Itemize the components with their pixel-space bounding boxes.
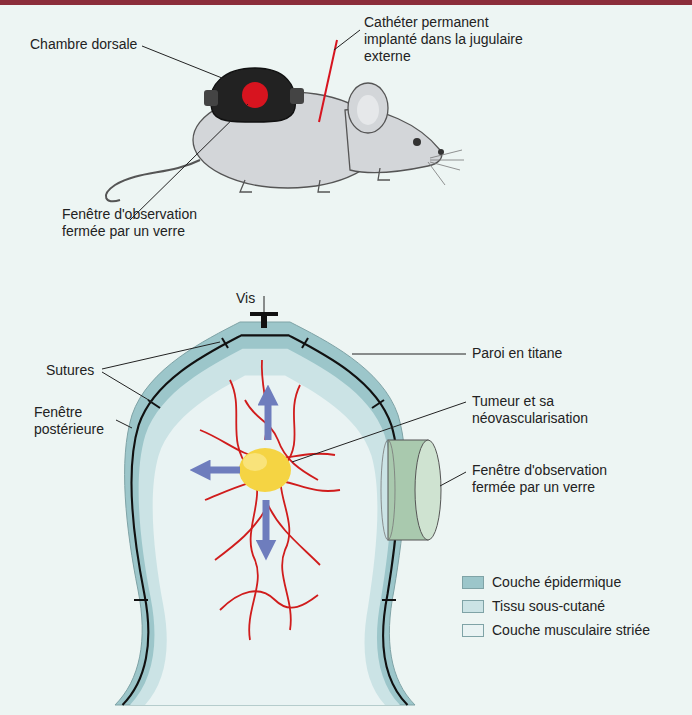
glass-window <box>381 440 441 540</box>
sutures <box>134 338 396 600</box>
legend-text: Tissu sous-cutané <box>492 598 605 614</box>
legend-text: Couche musculaire striée <box>492 622 650 638</box>
part-label: Fenêtre d'observation fermée par un verr… <box>62 206 202 240</box>
part-label: Fenêtre d'observation fermée par un verr… <box>472 462 637 496</box>
part-label: Cathéter permanent implanté dans la jugu… <box>364 14 536 65</box>
titanium-wall <box>122 335 407 705</box>
legend-swatch <box>462 600 484 613</box>
part-label: Vis <box>236 290 276 307</box>
legend-swatch <box>462 576 484 589</box>
vessels <box>200 360 340 640</box>
part-label: Paroi en titane <box>472 345 652 362</box>
legend-item: Tissu sous-cutané <box>462 598 605 614</box>
chamber-section <box>102 296 466 705</box>
legend-swatch <box>462 624 484 637</box>
legend-item: Couche musculaire striée <box>462 622 650 638</box>
legend-item: Couche épidermique <box>462 574 621 590</box>
growth-arrows <box>200 395 268 550</box>
tumor <box>239 448 291 492</box>
part-label: Tumeur et sa néovascularisation <box>472 393 650 427</box>
part-label: Chambre dorsale <box>30 36 160 53</box>
part-label: Sutures <box>46 362 116 379</box>
top-bar <box>0 0 692 5</box>
legend-text: Couche épidermique <box>492 574 621 590</box>
mouse-figure <box>106 40 464 201</box>
leader-lines <box>102 342 466 486</box>
leader-lines <box>130 30 360 220</box>
part-label: Fenêtre postérieure <box>34 404 118 438</box>
